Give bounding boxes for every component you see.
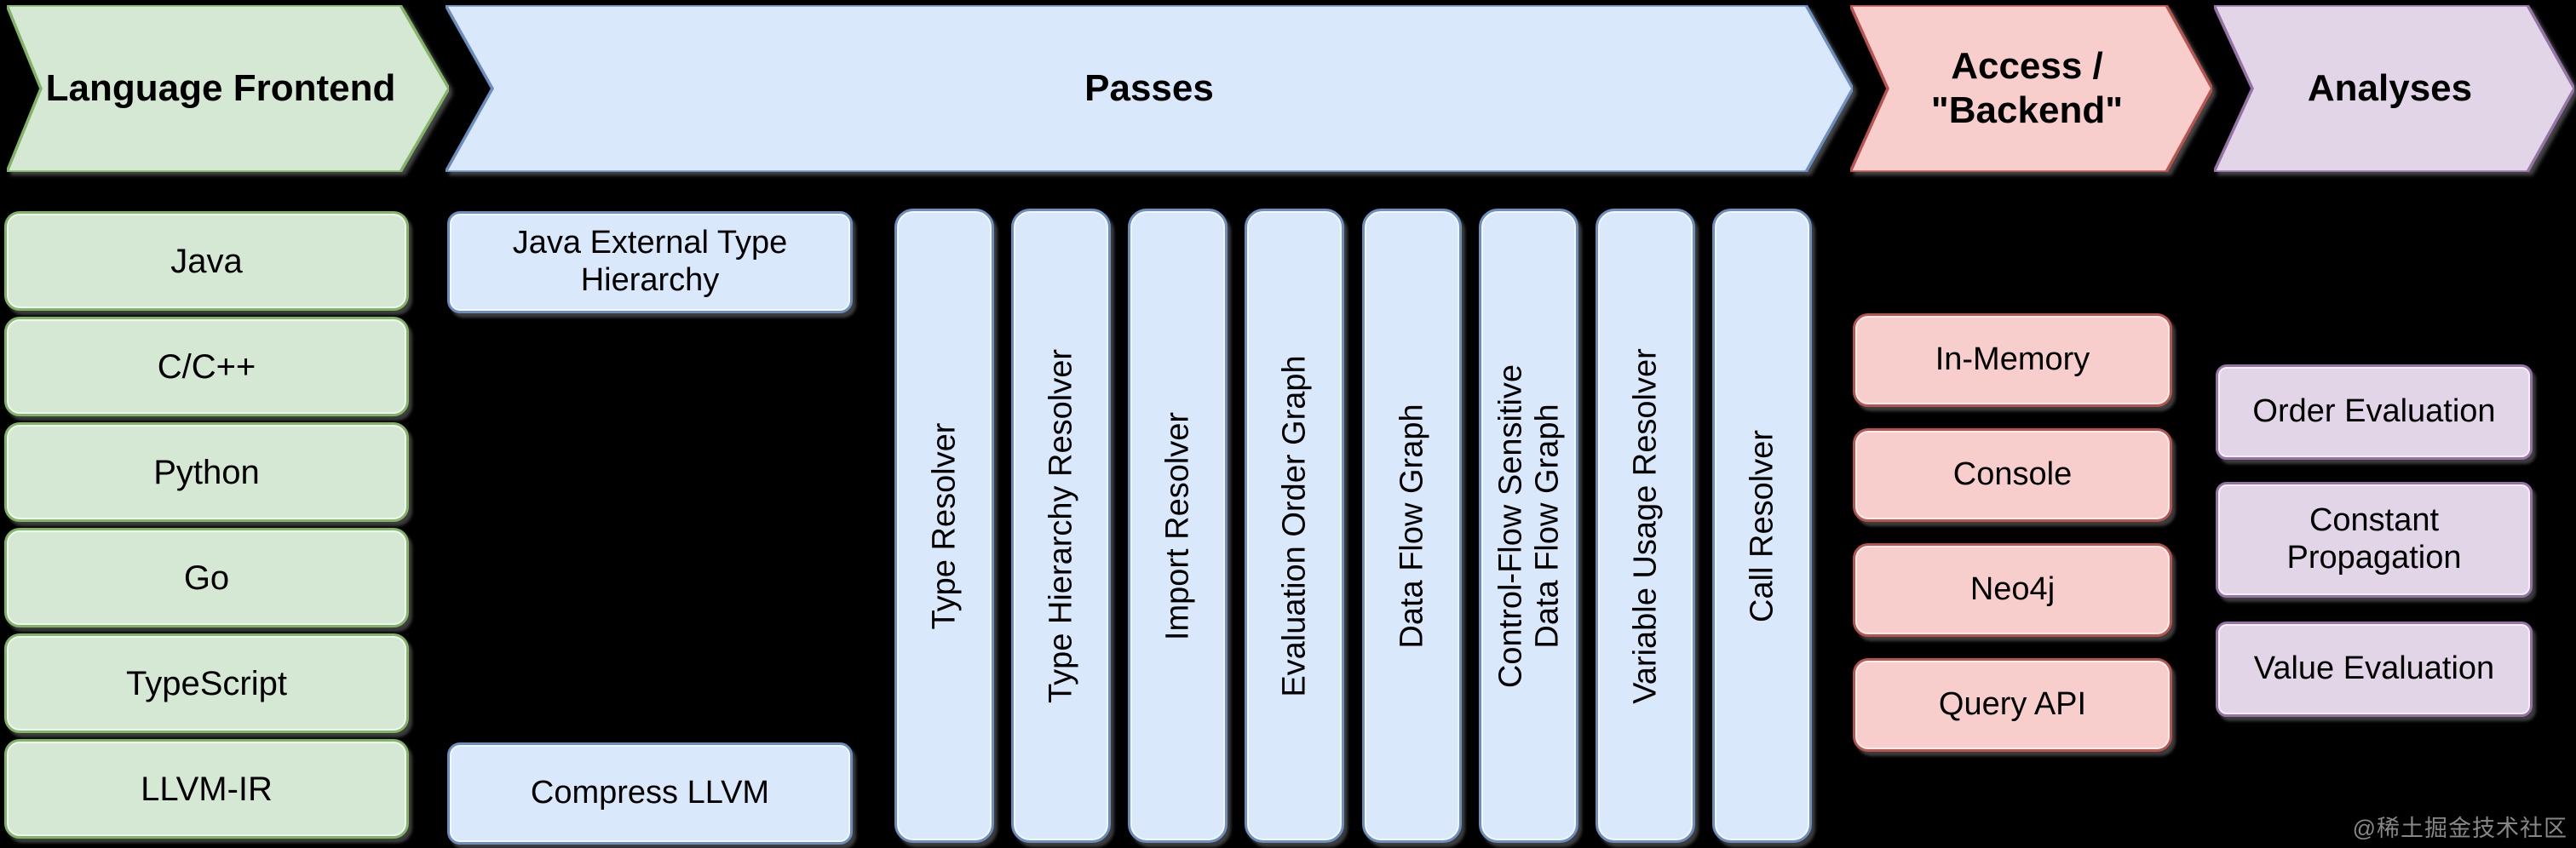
backend-box-neo4j: Neo4j <box>1853 543 2172 637</box>
header-analyses-label: Analyses <box>2307 67 2473 110</box>
pass-column-call-resolver: Call Resolver <box>1712 209 1812 843</box>
analyses-box-order-evaluation: Order Evaluation <box>2216 364 2533 460</box>
passes-box-java-external-type-hierarchy: Java External Type Hierarchy <box>447 211 853 313</box>
header-language-frontend: Language Frontend <box>7 5 449 172</box>
frontend-box-java: Java <box>4 211 409 311</box>
pass-column-data-flow-graph-label: Data Flow Graph <box>1394 403 1430 649</box>
header-access-backend-label: Access / "Backend" <box>1930 45 2124 131</box>
backend-box-in-memory: In-Memory <box>1853 313 2172 407</box>
chevron-arrow-shape <box>446 5 1853 172</box>
pass-column-evaluation-order-graph: Evaluation Order Graph <box>1245 209 1344 843</box>
pass-column-type-hierarchy-resolver: Type Hierarchy Resolver <box>1011 209 1111 843</box>
pass-column-call-resolver-label: Call Resolver <box>1744 429 1780 622</box>
pass-column-type-resolver: Type Resolver <box>894 209 994 843</box>
header-language-frontend-label: Language Frontend <box>45 67 396 110</box>
pass-column-evaluation-order-graph-label: Evaluation Order Graph <box>1276 354 1313 697</box>
analyses-box-value-evaluation: Value Evaluation <box>2216 622 2533 717</box>
chevron-arrow-shape <box>7 5 449 172</box>
pass-column-data-flow-graph: Data Flow Graph <box>1362 209 1462 843</box>
header-analyses: Analyses <box>2214 5 2574 172</box>
pass-column-control-flow-sensitive-data-flow-graph: Control-Flow Sensitive Data Flow Graph <box>1479 209 1578 843</box>
analyses-box-constant-propagation: Constant Propagation <box>2216 482 2533 598</box>
pass-column-import-resolver-label: Import Resolver <box>1159 411 1196 640</box>
pass-column-import-resolver: Import Resolver <box>1128 209 1228 843</box>
frontend-box-go: Go <box>4 528 409 627</box>
pass-column-control-flow-sensitive-data-flow-graph-label: Control-Flow Sensitive Data Flow Graph <box>1492 364 1565 688</box>
watermark: @稀土掘金技术社区 <box>2352 816 2567 841</box>
header-access-backend: Access / "Backend" <box>1850 5 2212 172</box>
backend-box-console: Console <box>1853 428 2172 522</box>
frontend-box-llvm-ir: LLVM-IR <box>4 739 409 839</box>
frontend-box-c-cpp: C/C++ <box>4 317 409 416</box>
backend-box-query-api: Query API <box>1853 658 2172 752</box>
pass-column-type-hierarchy-resolver-label: Type Hierarchy Resolver <box>1043 348 1079 703</box>
header-passes: Passes <box>446 5 1853 172</box>
chevron-arrow-shape <box>1850 5 2212 172</box>
pass-column-variable-usage-resolver: Variable Usage Resolver <box>1596 209 1695 843</box>
frontend-box-typescript: TypeScript <box>4 633 409 733</box>
passes-box-compress-llvm: Compress LLVM <box>447 742 853 845</box>
pass-column-variable-usage-resolver-label: Variable Usage Resolver <box>1627 347 1664 704</box>
header-passes-label: Passes <box>1084 67 1214 110</box>
pass-column-type-resolver-label: Type Resolver <box>926 422 963 629</box>
chevron-arrow-shape <box>2214 5 2574 172</box>
frontend-box-python: Python <box>4 422 409 522</box>
